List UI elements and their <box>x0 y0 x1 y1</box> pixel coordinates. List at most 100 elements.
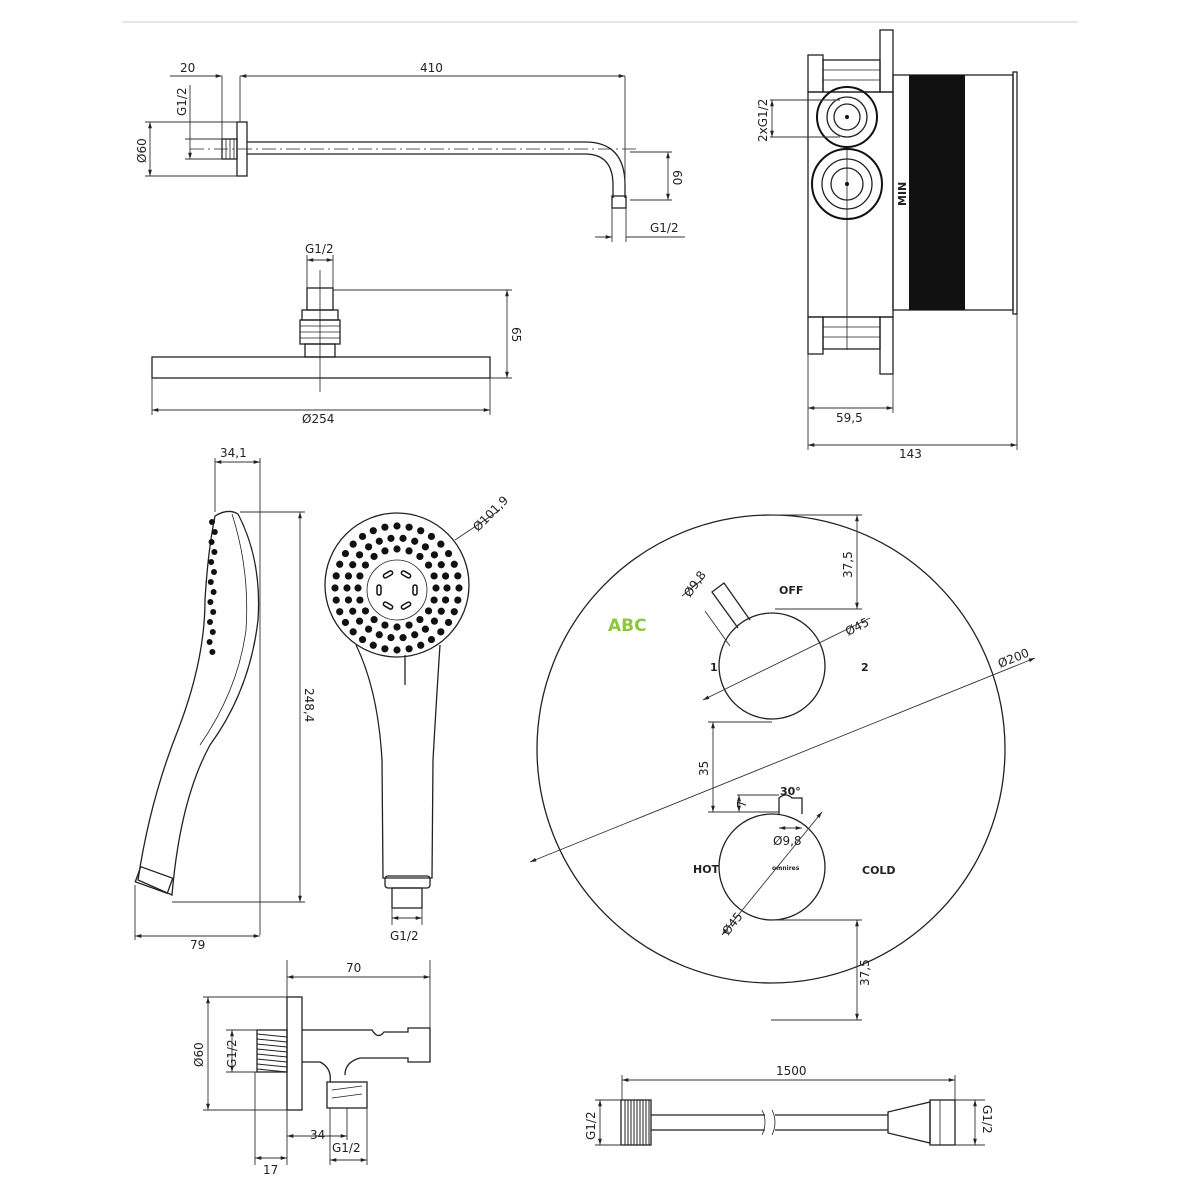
nozzle-dot <box>341 618 350 627</box>
nozzle-dot <box>387 534 395 542</box>
nozzle-dot <box>424 561 433 569</box>
nozzle-dot <box>344 572 353 580</box>
cover-plate-drawing: OFF 1 2 HOT COLD omnires 37,5 Ø9,8 Ø45 Ø… <box>529 514 1036 1021</box>
thread-line <box>256 1033 288 1038</box>
nozzle-dot <box>393 522 401 530</box>
nozzle-dot <box>349 561 357 569</box>
nozzle-dot <box>210 609 217 615</box>
dim-arm-length: 410 <box>420 61 443 75</box>
hose-drawing: 1500 G1/2 G1/2 <box>584 1064 994 1146</box>
label-position-1: 1 <box>710 661 718 674</box>
nozzle-dot <box>430 551 439 559</box>
dim-mixer-inlets: 2xG1/2 <box>756 99 770 142</box>
label-position-2: 2 <box>861 661 869 674</box>
nozzle-dot <box>405 547 413 555</box>
nozzle-dot <box>387 634 395 642</box>
dim-outlet-flange-dia: Ø60 <box>192 1042 206 1067</box>
dim-arm-drop: 60 <box>670 170 684 185</box>
label-off: OFF <box>779 584 803 597</box>
thread-line <box>256 1068 288 1073</box>
dim-arm-thread: G1/2 <box>175 87 189 116</box>
dim-outlet-flange: 17 <box>263 1163 278 1177</box>
nozzle-dot <box>430 617 439 625</box>
hand-shower-side-drawing: 34,1 248,4 79 <box>134 446 316 952</box>
nozzle-dot <box>341 549 350 558</box>
nozzle-dot <box>361 607 370 615</box>
nozzle-dot <box>432 584 440 592</box>
nozzle-dot <box>454 596 462 604</box>
nozzle-dot <box>210 589 217 595</box>
nozzle-dot <box>393 623 401 631</box>
dim-outlet-length: 70 <box>346 961 361 975</box>
nozzle-dot <box>430 572 438 580</box>
nozzle-dot <box>427 635 436 644</box>
dim-head-thread: G1/2 <box>305 242 334 256</box>
dim-arm-flange-dia: Ø60 <box>135 138 149 163</box>
nozzle-dot <box>430 596 438 604</box>
nozzle-dot <box>417 641 425 649</box>
nozzle-dot <box>336 608 344 616</box>
dim-arm-flange: 20 <box>180 61 195 75</box>
nozzle-slot <box>400 601 412 610</box>
wall-arm-drawing: 20 410 Ø60 G1/2 60 G1/2 <box>135 61 685 242</box>
nozzle-dot <box>441 572 450 580</box>
nozzle-dot <box>416 615 424 624</box>
nozzle-dot <box>381 621 389 629</box>
nozzle-dot <box>411 537 419 545</box>
dim-mixer-min-depth: 59,5 <box>836 411 863 425</box>
head-shower-drawing: G1/2 65 Ø254 <box>151 242 523 426</box>
thread-line <box>256 1048 288 1053</box>
nozzle-dot <box>441 596 450 604</box>
nozzle-dot <box>211 529 218 535</box>
nozzle-dot <box>336 560 344 568</box>
nozzle-dot <box>358 532 367 541</box>
nozzle-dot <box>209 649 216 655</box>
label-min: MIN <box>896 182 909 206</box>
dim-head-diameter: Ø254 <box>302 412 334 426</box>
nozzle-dot <box>207 579 214 585</box>
dim-arm-outlet-thread: G1/2 <box>650 221 679 235</box>
nozzle-dot <box>444 549 453 558</box>
nozzle-dot <box>343 584 351 592</box>
nozzle-dot <box>427 532 436 541</box>
nozzle-dot <box>369 641 377 649</box>
nozzle-dot <box>355 617 364 625</box>
nozzle-slot <box>376 584 382 596</box>
nozzle-dot <box>399 634 407 642</box>
nozzle-dot <box>207 619 213 625</box>
nozzle-dot <box>206 639 213 645</box>
thread-line <box>256 1053 288 1058</box>
nozzle-dot <box>331 584 339 592</box>
nozzle-dot <box>405 523 413 531</box>
nozzle-dot <box>411 631 419 639</box>
dim-bottom-offset: 37,5 <box>858 959 872 986</box>
nozzle-dot <box>364 543 373 551</box>
nozzle-dot <box>399 534 407 542</box>
nozzle-dot <box>211 549 218 555</box>
nozzle-dot <box>437 561 445 569</box>
dim-head-height: 65 <box>509 327 523 342</box>
nozzle-dot <box>364 625 373 633</box>
dim-knob-gap: 35 <box>697 761 711 776</box>
nozzle-dot <box>405 621 413 629</box>
dim-knob-dia-top: Ø45 <box>843 615 871 639</box>
nozzle-dot <box>424 607 433 615</box>
hand-shower-front-drawing: G1/2 Ø101,9 <box>324 493 511 943</box>
thread-line <box>256 1043 288 1048</box>
nozzle-dot <box>455 584 463 592</box>
nozzle-dot <box>437 540 445 548</box>
nozzle-dot <box>405 645 413 653</box>
dim-hose-thread-right: G1/2 <box>980 1105 994 1134</box>
nozzle-slot <box>400 570 412 579</box>
dim-hand-diameter: Ø101,9 <box>470 493 511 534</box>
nozzle-dot <box>361 561 370 569</box>
nozzle-dot <box>209 629 216 635</box>
nozzle-dot <box>208 559 215 565</box>
wall-outlet-drawing: 70 Ø60 G1/2 34 G1/2 17 <box>192 960 431 1177</box>
nozzle-dot <box>444 618 453 627</box>
nozzle-dot <box>437 607 445 615</box>
dim-hose-thread-left: G1/2 <box>584 1111 598 1140</box>
dim-top-offset: 37,5 <box>841 551 855 578</box>
dim-outlet-bottom-thread: G1/2 <box>332 1141 361 1155</box>
